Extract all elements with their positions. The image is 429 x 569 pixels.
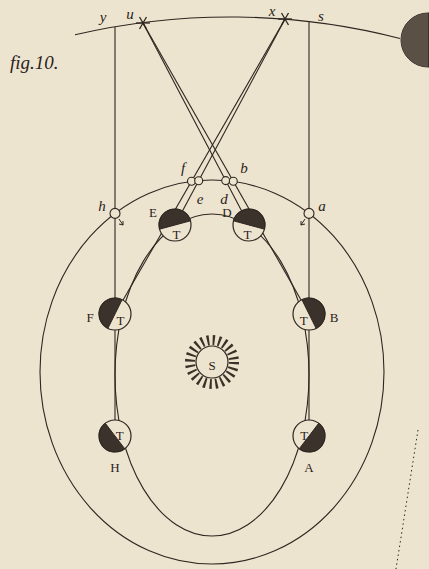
globe-decoration: [401, 13, 429, 67]
earth-circle: BT: [292, 297, 326, 331]
point-label: f: [181, 161, 185, 176]
sight-line: [115, 19, 285, 314]
earth-letter: T: [116, 313, 124, 326]
point-label: s: [318, 9, 324, 24]
earth-circle: DT: [232, 208, 266, 242]
point-label: x: [269, 4, 276, 19]
point-label: b: [240, 161, 248, 176]
earth-shape: [292, 419, 326, 453]
position-letter: D: [222, 206, 231, 219]
position-letter: B: [330, 311, 339, 324]
point-label: u: [126, 7, 134, 22]
sun-letter: S: [208, 359, 215, 372]
sun-circle: S: [195, 345, 229, 379]
star-arc: [75, 17, 400, 39]
sight-line: [143, 23, 309, 314]
sight-line: [143, 23, 249, 225]
dotted-line: [396, 430, 418, 569]
earth-circle: AT: [292, 419, 326, 453]
planet-orbit: [40, 180, 384, 564]
earth-letter: T: [243, 227, 251, 240]
position-letter: H: [110, 461, 119, 474]
point-label: y: [100, 10, 107, 25]
sight-line: [308, 22, 309, 436]
position-letter: F: [86, 311, 93, 324]
earth-letter: T: [116, 429, 124, 442]
planet-symbol: [110, 177, 314, 219]
earth-shape: [98, 419, 132, 453]
point-label: h: [98, 199, 106, 214]
earth-letter: T: [300, 429, 308, 442]
point-label: d: [220, 192, 228, 207]
point-label: a: [318, 199, 326, 214]
earth-letter: T: [173, 227, 181, 240]
sun-rays: [190, 340, 234, 384]
earth-shape: [292, 297, 326, 331]
earth-circle: HT: [98, 419, 132, 453]
sight-line: [114, 27, 115, 436]
earth-circle: ET: [158, 208, 192, 242]
point-label: e: [197, 192, 204, 207]
motion-arrow: [119, 219, 305, 225]
sight-line: [175, 19, 285, 225]
position-letter: A: [304, 461, 313, 474]
earth-circle: FT: [98, 297, 132, 331]
earth-shape: [98, 297, 132, 331]
figure-title: fig.10.: [10, 52, 59, 74]
earth-letter: T: [300, 313, 308, 326]
star-symbol: [136, 13, 292, 29]
position-letter: E: [149, 206, 157, 219]
